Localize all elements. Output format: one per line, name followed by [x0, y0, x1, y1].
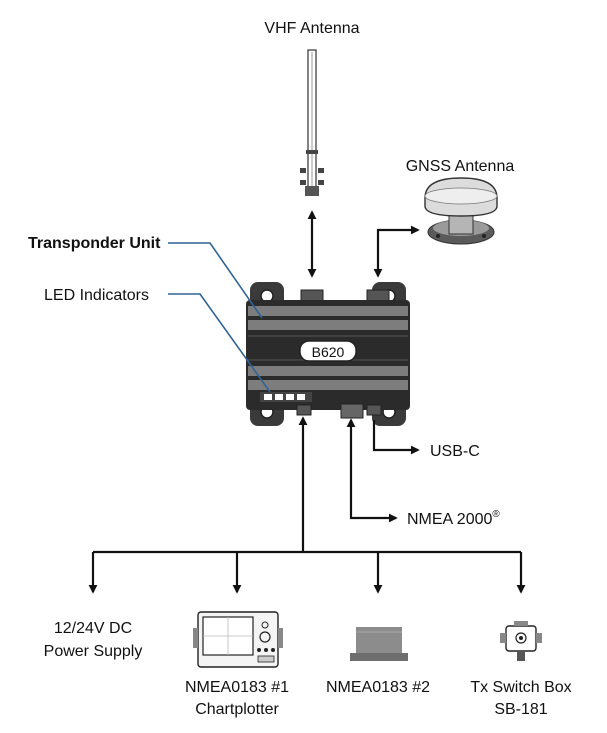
tx-switch-label-line1: Tx Switch Box [470, 679, 571, 696]
gnss-antenna-icon [424, 177, 498, 245]
usb-c-label: USB-C [430, 443, 480, 460]
nmea0183-1-label-line1: NMEA0183 #1 [185, 679, 289, 696]
gnss-connection-arrow [373, 225, 420, 278]
nmea2000-connection-arrow [346, 418, 398, 523]
gnss-antenna-label: GNSS Antenna [406, 158, 515, 175]
nmea0183-device-icon [350, 627, 408, 661]
power-supply-label-line2: Power Supply [44, 643, 143, 660]
transponder-unit-label: Transponder Unit [28, 235, 161, 252]
nmea2000-label: NMEA 2000® [407, 509, 500, 528]
power-supply-label-line1: 12/24V DC [54, 620, 132, 637]
transponder-unit-icon [246, 282, 410, 426]
tx-switch-label-line2: SB-181 [494, 701, 547, 718]
model-label: B620 [312, 344, 345, 360]
chartplotter-icon [193, 611, 283, 668]
led-leader-line [168, 293, 271, 393]
tx-switch-box-icon [500, 621, 542, 661]
nmea0183-1-label-line2: Chartplotter [195, 701, 279, 718]
vhf-antenna-label: VHF Antenna [264, 20, 359, 37]
transponder-leader-line [168, 242, 263, 319]
nmea0183-2-label: NMEA0183 #2 [326, 679, 430, 696]
led-indicators-label: LED Indicators [44, 287, 149, 304]
vhf-antenna-icon [300, 49, 324, 196]
